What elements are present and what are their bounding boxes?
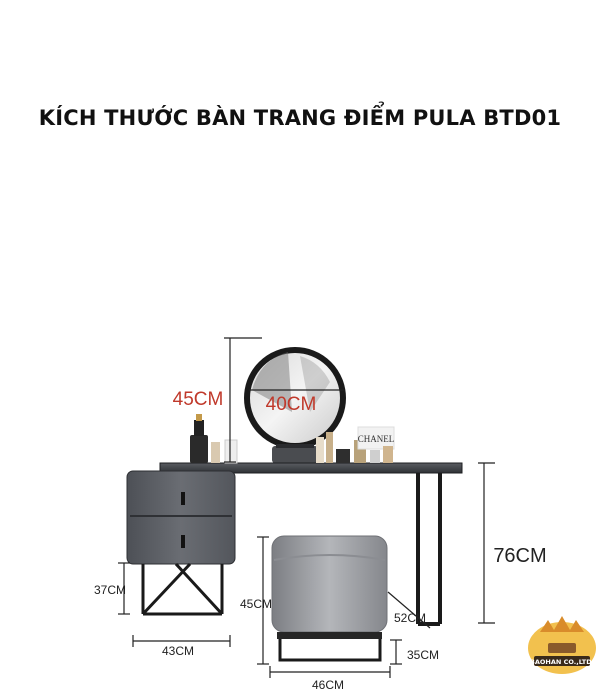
page-title: KÍCH THƯỚC BÀN TRANG ĐIỂM PULA BTD01 bbox=[38, 106, 562, 130]
drawer-width-label: 43CM bbox=[162, 644, 194, 658]
drawer-leg-height-label: 37CM bbox=[94, 583, 126, 597]
company-logo: BAOHAN CO.,LTD. bbox=[528, 616, 596, 674]
drawer-handle-bottom bbox=[181, 535, 185, 548]
crown-icon bbox=[540, 616, 584, 632]
sofa-icon bbox=[548, 643, 576, 653]
perfume-box bbox=[357, 426, 395, 450]
vanity-desk bbox=[126, 462, 463, 626]
dimension-lines bbox=[118, 337, 495, 678]
table-height-label: 76CM bbox=[493, 545, 546, 567]
stool-height-label: 45CM bbox=[240, 597, 272, 611]
perfume-box-label: CHANEL bbox=[358, 434, 395, 444]
stool bbox=[271, 535, 388, 662]
mirror-height-label: 45CM bbox=[173, 389, 224, 410]
cosmetic-items: CHANEL bbox=[190, 414, 395, 464]
logo-text: BAOHAN CO.,LTD. bbox=[530, 658, 594, 666]
round-mirror bbox=[244, 347, 346, 463]
mirror-width-label: 40CM bbox=[266, 394, 317, 415]
drawer-handle-top bbox=[181, 492, 185, 505]
stool-base-height-label: 35CM bbox=[407, 648, 439, 662]
stool-width-label: 46CM bbox=[312, 678, 344, 692]
stool-depth-label: 52CM bbox=[394, 611, 426, 625]
